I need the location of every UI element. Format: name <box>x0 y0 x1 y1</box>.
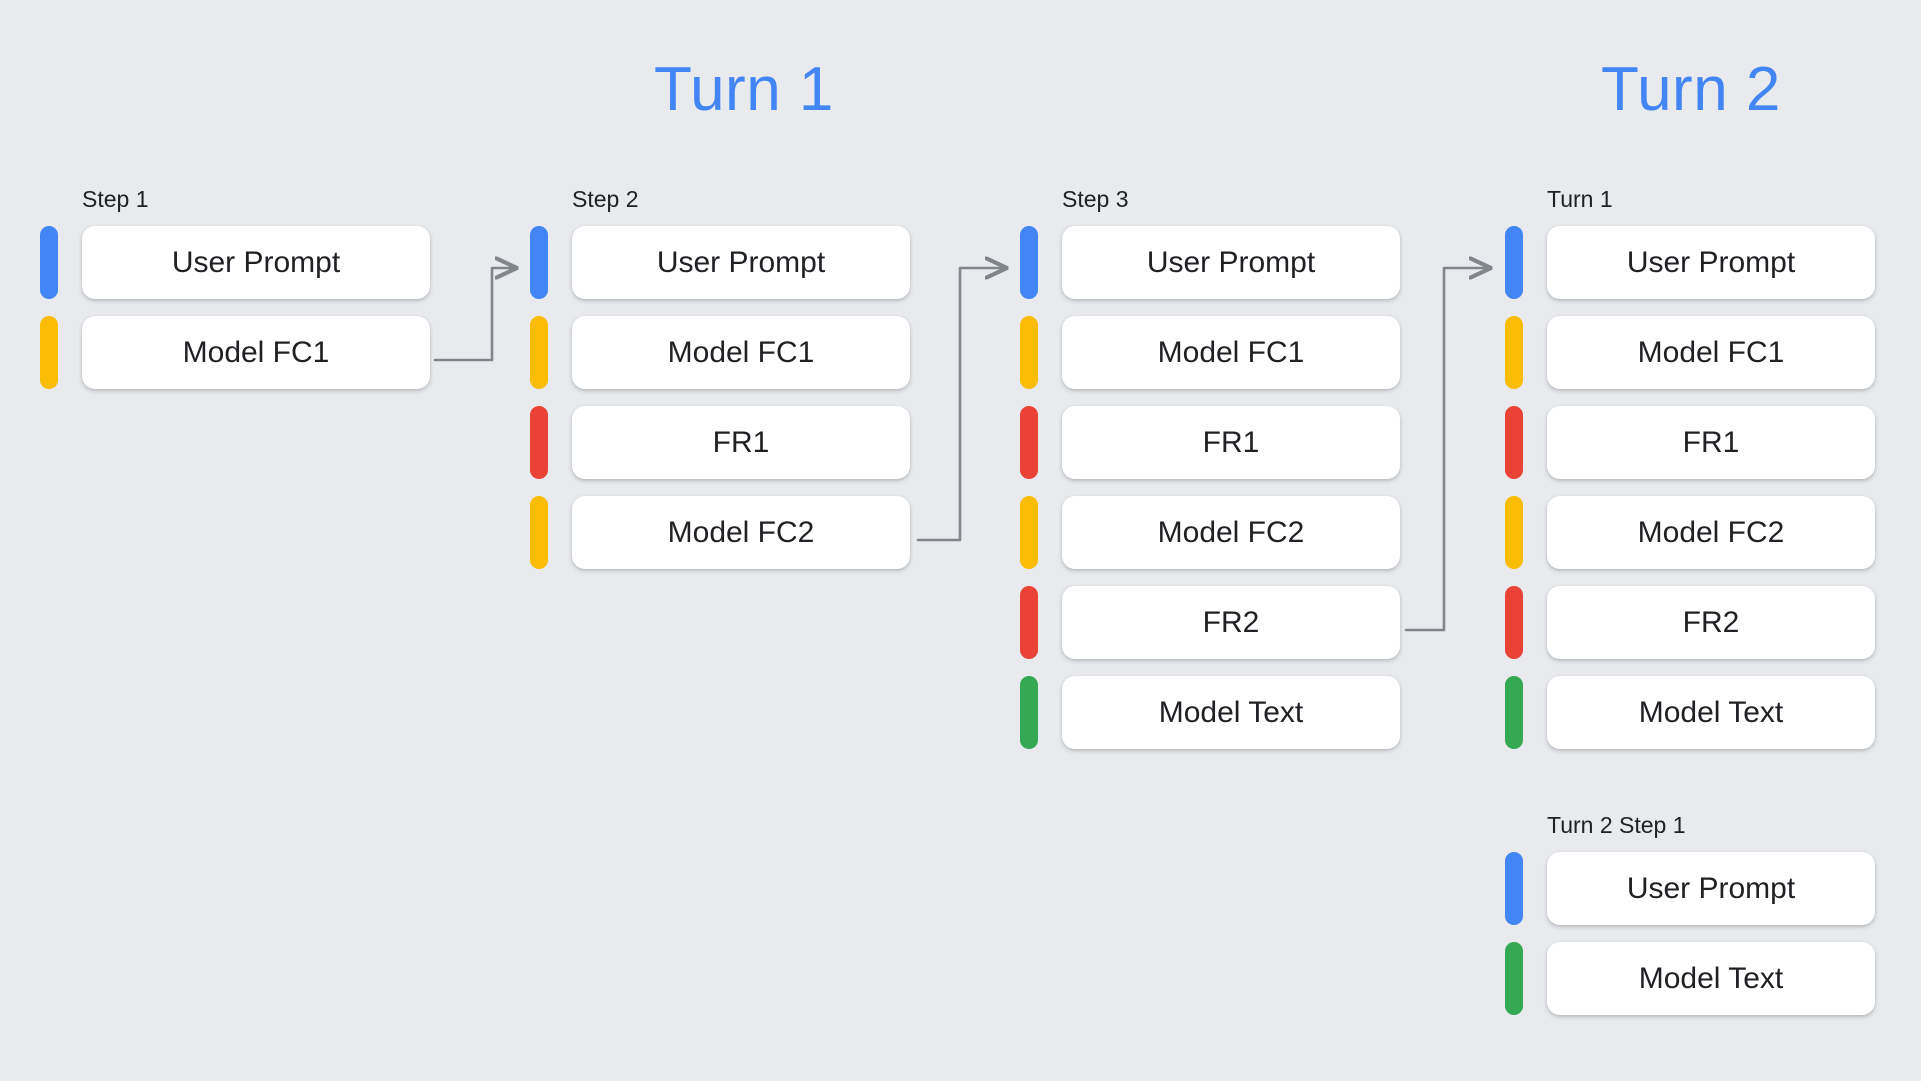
arrow-step2-to-step3 <box>916 268 1006 542</box>
column-header-turn-1: Turn 1 <box>1547 186 1613 212</box>
list-item[interactable]: Model FC2 <box>530 496 910 569</box>
card-label: Model FC1 <box>1547 316 1875 389</box>
status-bar-function-response <box>1505 586 1523 659</box>
card-label: Model FC2 <box>1547 496 1875 569</box>
column-turn-1: Turn 1 User Prompt Model FC1 FR1 Model F… <box>1505 186 1875 749</box>
card-label: User Prompt <box>1547 226 1875 299</box>
status-bar-user-prompt <box>1505 852 1523 925</box>
column-header-step-3: Step 3 <box>1062 186 1129 212</box>
row-list-step-3: User Prompt Model FC1 FR1 Model FC2 FR2 … <box>1020 226 1400 749</box>
list-item[interactable]: FR1 <box>1505 406 1875 479</box>
status-bar-user-prompt <box>1505 226 1523 299</box>
status-bar-function-response <box>1020 406 1038 479</box>
card-label: FR1 <box>572 406 910 479</box>
arrow-step3-to-turn1 <box>1404 268 1490 632</box>
card-label: User Prompt <box>82 226 430 299</box>
row-list-turn-1: User Prompt Model FC1 FR1 Model FC2 FR2 … <box>1505 226 1875 749</box>
card-label: Model FC1 <box>572 316 910 389</box>
card-label: FR2 <box>1062 586 1400 659</box>
column-step-1: Step 1 User Prompt Model FC1 <box>40 186 430 389</box>
list-item[interactable]: Model FC1 <box>530 316 910 389</box>
list-item[interactable]: User Prompt <box>1505 226 1875 299</box>
turn-1-title: Turn 1 <box>654 55 834 124</box>
card-label: Model FC1 <box>1062 316 1400 389</box>
list-item[interactable]: FR1 <box>1020 406 1400 479</box>
arrow-step1-to-step2 <box>433 268 516 362</box>
status-bar-function-response <box>530 406 548 479</box>
list-item[interactable]: User Prompt <box>1020 226 1400 299</box>
status-bar-model-function-call <box>1020 316 1038 389</box>
card-label: User Prompt <box>572 226 910 299</box>
status-bar-model-text <box>1505 676 1523 749</box>
card-label: User Prompt <box>1547 852 1875 925</box>
list-item[interactable]: Model FC1 <box>40 316 430 389</box>
card-label: User Prompt <box>1062 226 1400 299</box>
list-item[interactable]: Model FC2 <box>1020 496 1400 569</box>
list-item[interactable]: User Prompt <box>530 226 910 299</box>
status-bar-model-function-call <box>1505 496 1523 569</box>
card-label: Model FC2 <box>1062 496 1400 569</box>
list-item[interactable]: FR2 <box>1505 586 1875 659</box>
list-item[interactable]: User Prompt <box>40 226 430 299</box>
status-bar-function-response <box>1020 586 1038 659</box>
status-bar-model-function-call <box>530 496 548 569</box>
status-bar-model-function-call <box>1505 316 1523 389</box>
list-item[interactable]: FR1 <box>530 406 910 479</box>
column-header-turn-2-step-1: Turn 2 Step 1 <box>1547 812 1686 838</box>
card-label: Model Text <box>1062 676 1400 749</box>
card-label: Model FC2 <box>572 496 910 569</box>
list-item[interactable]: Model FC1 <box>1505 316 1875 389</box>
card-label: FR2 <box>1547 586 1875 659</box>
column-header-step-1: Step 1 <box>82 186 149 212</box>
status-bar-user-prompt <box>40 226 58 299</box>
list-item[interactable]: Model FC1 <box>1020 316 1400 389</box>
column-turn-2-step-1: Turn 2 Step 1 User Prompt Model Text <box>1505 812 1875 1015</box>
column-step-2: Step 2 User Prompt Model FC1 FR1 Model F… <box>530 186 910 569</box>
status-bar-function-response <box>1505 406 1523 479</box>
status-bar-model-function-call <box>1020 496 1038 569</box>
column-header-step-2: Step 2 <box>572 186 639 212</box>
list-item[interactable]: User Prompt <box>1505 852 1875 925</box>
list-item[interactable]: FR2 <box>1020 586 1400 659</box>
status-bar-model-function-call <box>40 316 58 389</box>
status-bar-model-text <box>1505 942 1523 1015</box>
column-step-3: Step 3 User Prompt Model FC1 FR1 Model F… <box>1020 186 1400 749</box>
list-item[interactable]: Model FC2 <box>1505 496 1875 569</box>
card-label: Model FC1 <box>82 316 430 389</box>
row-list-step-1: User Prompt Model FC1 <box>40 226 430 389</box>
card-label: Model Text <box>1547 676 1875 749</box>
card-label: FR1 <box>1062 406 1400 479</box>
status-bar-model-text <box>1020 676 1038 749</box>
row-list-step-2: User Prompt Model FC1 FR1 Model FC2 <box>530 226 910 569</box>
turn-2-title: Turn 2 <box>1601 55 1781 124</box>
card-label: FR1 <box>1547 406 1875 479</box>
row-list-turn-2-step-1: User Prompt Model Text <box>1505 852 1875 1015</box>
list-item[interactable]: Model Text <box>1020 676 1400 749</box>
card-label: Model Text <box>1547 942 1875 1015</box>
status-bar-user-prompt <box>530 226 548 299</box>
status-bar-user-prompt <box>1020 226 1038 299</box>
list-item[interactable]: Model Text <box>1505 676 1875 749</box>
list-item[interactable]: Model Text <box>1505 942 1875 1015</box>
status-bar-model-function-call <box>530 316 548 389</box>
